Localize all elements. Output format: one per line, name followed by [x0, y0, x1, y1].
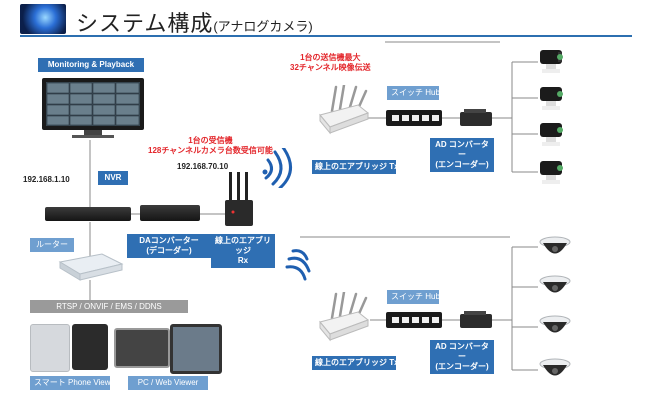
- ad-bottom-label: AD コンバーター (エンコーダー): [430, 340, 494, 374]
- wifi-signal-icon: [262, 148, 292, 188]
- title-main: システム構成: [76, 11, 214, 36]
- da-converter-label: DAコンバーター (デコーダー): [127, 234, 211, 258]
- rx-label: 線上のエアブリッジ Rx: [211, 234, 275, 268]
- title-sub: (アナログカメラ): [213, 19, 313, 34]
- smartphone-device: [30, 324, 70, 372]
- pc-label: PC / Web Viewer: [128, 376, 208, 390]
- tablet-device: [72, 324, 108, 370]
- transmitter-note: 1台の送信機最大 32チャンネル映像伝送: [290, 53, 371, 72]
- wifi-signal-icon-bottom: [285, 249, 311, 281]
- switch-bottom-label: スイッチ Hub: [387, 290, 440, 304]
- tx-top-label: 線上のエアブリッジ Tx: [312, 160, 399, 174]
- bullet-camera-icon-4: [540, 161, 563, 184]
- switch-bottom-device: [386, 312, 442, 328]
- page-title: システム構成(アナログカメラ): [76, 6, 313, 38]
- dome-camera-icon-4: [539, 358, 571, 376]
- switch-top-device: [386, 110, 442, 126]
- monitor-small-device: [170, 324, 222, 374]
- nvr-ip: 192.168.1.10: [23, 175, 70, 184]
- protocols-bar: RTSP / ONVIF / EMS / DDNS: [30, 300, 188, 313]
- ad-top-label: AD コンバーター (エンコーダー): [430, 138, 494, 172]
- dome-camera-icon-1: [539, 236, 571, 254]
- rx-ip: 192.168.70.10: [177, 162, 229, 171]
- router-device: [58, 253, 124, 281]
- ad-bottom-device: [460, 311, 492, 328]
- nvr-label: NVR: [98, 171, 128, 185]
- router-label: ルーター: [30, 238, 74, 252]
- monitoring-label: Monitoring & Playback: [38, 58, 144, 72]
- smartphone-label: スマート Phone View: [30, 376, 111, 390]
- tx-top-device: [319, 85, 370, 135]
- title-underline: [20, 35, 632, 37]
- dome-camera-icon-2: [539, 275, 571, 293]
- bullet-camera-icon-2: [540, 87, 563, 110]
- nvr-device: [45, 207, 131, 221]
- switch-top-label: スイッチ Hub: [387, 86, 440, 100]
- bullet-camera-icon-3: [540, 123, 563, 146]
- ad-top-device: [460, 109, 492, 126]
- tx-bottom-device: [319, 292, 370, 342]
- receiver-note: 1台の受信機 128チャンネルカメラ台数受信可能: [148, 136, 273, 155]
- monitor-icon: [42, 78, 144, 138]
- rx-device: [225, 172, 253, 226]
- da-converter-device: [140, 205, 200, 221]
- globe-logo-icon: [20, 4, 66, 34]
- bullet-camera-icon-1: [540, 50, 563, 73]
- tx-bottom-label: 線上のエアブリッジ Tx: [312, 356, 399, 370]
- laptop-device: [114, 328, 170, 368]
- dome-camera-icon-3: [539, 315, 571, 333]
